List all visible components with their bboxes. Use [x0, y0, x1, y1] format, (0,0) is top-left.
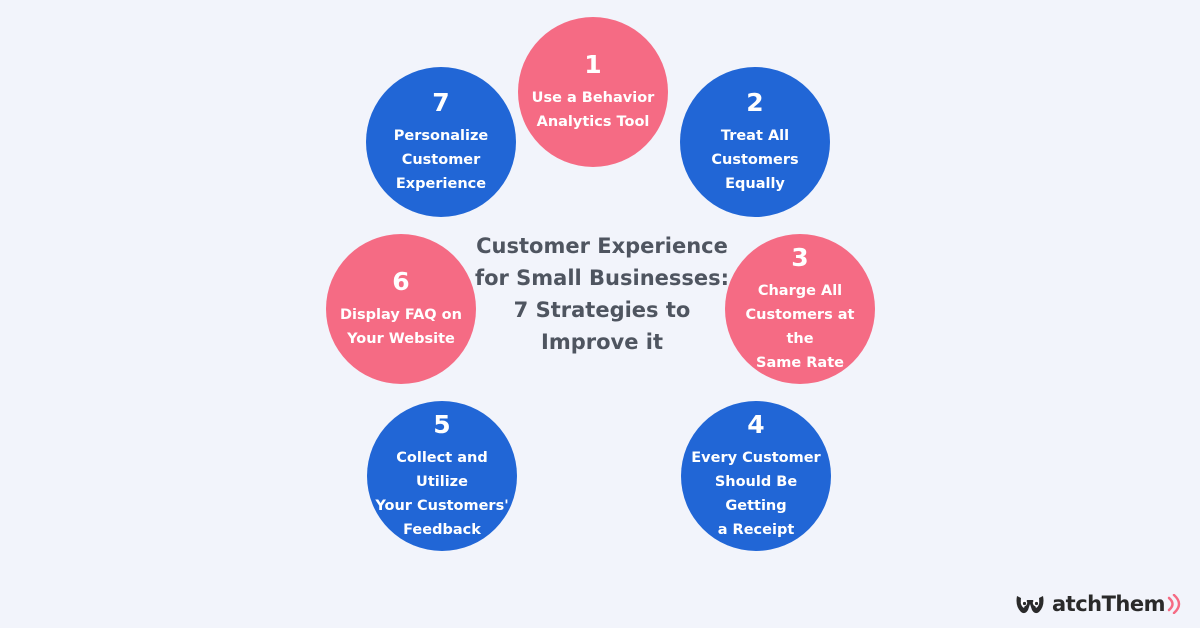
strategy-circle-2: 2 Treat All Customers Equally — [680, 67, 830, 217]
strategy-label: Treat All Customers Equally — [711, 128, 799, 192]
logo-text: atchThem — [1051, 592, 1166, 616]
strategy-circle-4: 4 Every Customer Should Be Getting a Rec… — [681, 401, 831, 551]
strategy-label: Display FAQ on Your Website — [340, 307, 462, 347]
strategy-label: Personalize Customer Experience — [393, 128, 489, 192]
strategy-number: 3 — [791, 243, 809, 272]
strategy-number: 4 — [747, 410, 765, 439]
strategy-number: 5 — [433, 410, 451, 439]
strategy-label: Use a Behavior Analytics Tool — [531, 90, 655, 130]
strategy-circle-5: 5 Collect and Utilize Your Customers' Fe… — [367, 401, 517, 551]
strategy-label: Collect and Utilize Your Customers' Feed… — [375, 450, 509, 538]
watchthem-eyes-icon — [1016, 596, 1044, 614]
strategy-circle-6: 6 Display FAQ on Your Website — [326, 234, 476, 384]
strategy-number: 2 — [746, 88, 764, 117]
watchthem-logo: atchThem — [1015, 592, 1184, 616]
strategy-number: 6 — [392, 267, 410, 296]
strategy-number: 7 — [432, 88, 450, 117]
strategy-circle-1: 1 Use a Behavior Analytics Tool — [518, 17, 668, 167]
strategy-label: Charge All Customers at the Same Rate — [745, 283, 855, 371]
strategy-label: Every Customer Should Be Getting a Recei… — [691, 450, 821, 538]
strategy-number: 1 — [584, 50, 602, 79]
strategy-circle-3: 3 Charge All Customers at the Same Rate — [725, 234, 875, 384]
diagram-title: Customer Experience for Small Businesses… — [474, 234, 730, 354]
signal-wave-icon — [1167, 594, 1181, 614]
strategy-circle-7: 7 Personalize Customer Experience — [366, 67, 516, 217]
